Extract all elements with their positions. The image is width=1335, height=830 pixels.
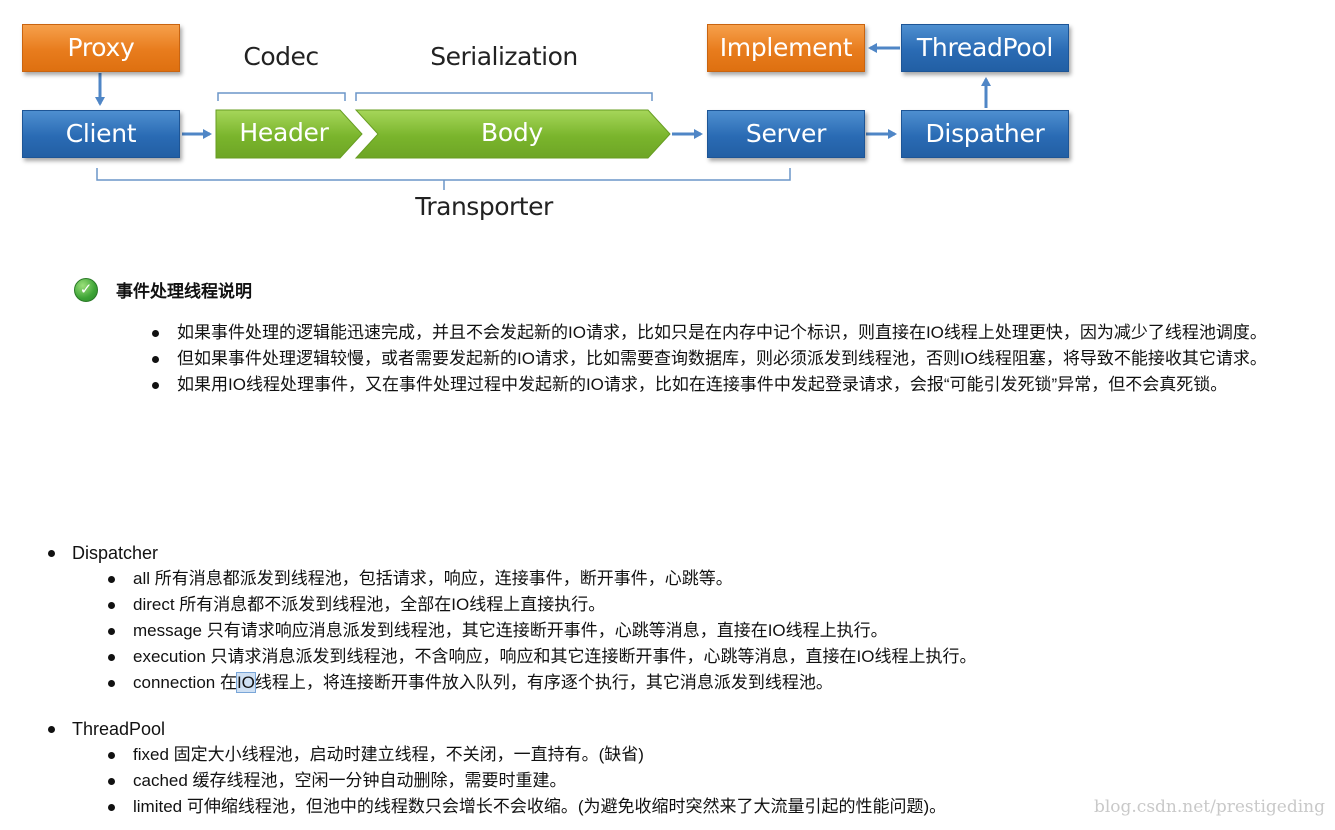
serialization-brace [355,92,653,101]
watermark: blog.csdn.net/prestigeding [1093,797,1325,817]
note-item: 但如果事件处理逻辑较慢，或者需要发起新的IO请求，比如需要查询数据库，则必须派发… [152,346,1317,372]
threadpool-item: limited 可伸缩线程池，但池中的线程数只会增长不会收缩。(为避免收缩时突然… [108,794,1328,820]
connection-prefix: connection 在 [133,673,237,692]
threadpool-title: ThreadPool [48,716,1328,742]
check-icon: ✓ [74,277,98,302]
architecture-diagram: Proxy Client Codec Header Serialization … [0,0,1100,240]
note-heading: ✓ 事件处理线程说明 [74,277,252,302]
diagram-shapes [95,43,991,190]
threadpool-box: ThreadPool [901,24,1069,72]
dispatcher-title: Dispatcher [48,540,1328,566]
note-list: 如果事件处理的逻辑能迅速完成，并且不会发起新的IO请求，比如只是在内存中记个标识… [152,320,1317,398]
note-item: 如果用IO线程处理事件，又在事件处理过程中发起新的IO请求，比如在连接事件中发起… [152,372,1317,398]
body-shape [354,109,671,159]
dispatcher-item: all 所有消息都派发到线程池，包括请求，响应，连接事件，断开事件，心跳等。 [108,566,1328,592]
threadpool-section: ThreadPool fixed 固定大小线程池，启动时建立线程，不关闭，一直持… [48,716,1328,820]
header-label: Header [239,118,329,147]
dispatcher-section: Dispatcher all 所有消息都派发到线程池，包括请求，响应，连接事件，… [48,540,1328,696]
selected-text[interactable]: IO [235,672,256,693]
dispatcher-item: connection 在IO线程上，将连接断开事件放入队列，有序逐个执行，其它消… [108,670,1328,696]
note-title: 事件处理线程说明 [116,282,252,301]
dispatcher-list: all 所有消息都派发到线程池，包括请求，响应，连接事件，断开事件，心跳等。 d… [108,566,1328,696]
codec-label: Codec [243,42,319,71]
threadpool-item: fixed 固定大小线程池，启动时建立线程，不关闭，一直持有。(缺省) [108,742,1328,768]
codec-brace [217,92,346,101]
note-item: 如果事件处理的逻辑能迅速完成，并且不会发起新的IO请求，比如只是在内存中记个标识… [152,320,1317,346]
header-shape [215,109,363,159]
dispatcher-item: message 只有请求响应消息派发到线程池，其它连接断开事件，心跳等消息，直接… [108,618,1328,644]
client-box: Client [22,110,180,158]
transporter-brace [96,168,791,190]
dispatcher-item: direct 所有消息都不派发到线程池，全部在IO线程上直接执行。 [108,592,1328,618]
threadpool-item: cached 缓存线程池，空闲一分钟自动删除，需要时重建。 [108,768,1328,794]
server-box: Server [707,110,865,158]
implement-box: Implement [707,24,865,72]
body-label: Body [481,118,543,147]
proxy-box: Proxy [22,24,180,72]
serialization-label: Serialization [430,42,578,71]
transporter-label: Transporter [415,192,553,221]
threadpool-list: fixed 固定大小线程池，启动时建立线程，不关闭，一直持有。(缺省) cach… [108,742,1328,820]
dispather-box: Dispather [901,110,1069,158]
dispatcher-item: execution 只请求消息派发到线程池，不含响应，响应和其它连接断开事件，心… [108,644,1328,670]
connection-suffix: 线程上，将连接断开事件放入队列，有序逐个执行，其它消息派发到线程池。 [254,673,833,692]
